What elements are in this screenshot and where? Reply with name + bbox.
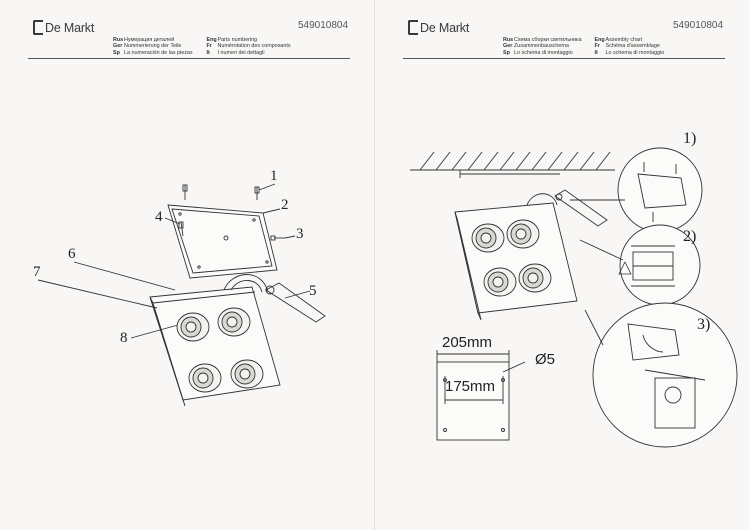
- callout-6: 6: [68, 246, 76, 262]
- language-text: Lo schema di montaggio: [514, 49, 573, 56]
- language-text: Lo schema di montaggio: [605, 49, 665, 56]
- spotlight-head: [230, 359, 264, 389]
- callout-1: 1: [270, 168, 278, 184]
- language-text: Нумерация деталей: [124, 37, 175, 43]
- spotlight-head: [471, 223, 505, 253]
- ceiling-hatch-line: [419, 151, 435, 171]
- ceiling-hatch-line: [547, 151, 563, 171]
- dimension-hole-spacing: 175mm: [445, 378, 496, 395]
- ceiling-hatch-line: [483, 151, 499, 171]
- ceiling-hatch-line: [435, 151, 451, 171]
- logo-bracket-icon: [408, 20, 418, 35]
- language-row: RusНумерация деталей: [113, 37, 205, 43]
- ceiling-hatch-line: [499, 151, 515, 171]
- brand-logo: De Markt: [408, 20, 469, 35]
- language-code: Ger: [503, 43, 513, 50]
- step-3-label: 3): [697, 316, 711, 333]
- callout-3: 3: [296, 226, 304, 242]
- header-divider: [403, 58, 725, 59]
- ceiling-hatch-line: [515, 151, 531, 171]
- product-code: 549010804: [298, 20, 349, 31]
- header-divider: [28, 58, 350, 59]
- language-code: Rus: [503, 37, 514, 43]
- language-row: Sp Lo schema di montaggio: [503, 50, 593, 56]
- assembly-diagram: [410, 147, 738, 448]
- assembly-chart-page: De Markt 549010804 RusСхема сборки свети…: [375, 0, 750, 530]
- language-code: Sp: [113, 49, 120, 56]
- language-row: EngAssembly chart: [595, 37, 665, 43]
- language-code: Rus: [113, 37, 124, 43]
- language-text: Schéma d'assemblage: [605, 43, 660, 50]
- language-row: It I numeri dei dettagli: [207, 50, 291, 56]
- spotlight-head: [176, 312, 210, 342]
- callout-2: 2: [281, 197, 289, 213]
- brand-name: De Markt: [45, 20, 95, 35]
- language-text: Zusammenbauschema: [514, 43, 569, 50]
- spotlight-head: [217, 307, 251, 337]
- language-row: Fr Numérotation des composants: [207, 43, 291, 49]
- language-text: Parts numbering: [217, 37, 258, 43]
- language-row: RusСхема сборки светильника: [503, 37, 593, 43]
- language-row: It Lo schema di montaggio: [595, 50, 665, 56]
- language-text: Nummerierung der Teile: [124, 43, 182, 50]
- dimension-hole-diameter: Ø5: [535, 351, 556, 368]
- ceiling-hatch-line: [563, 151, 579, 171]
- callout-8: 8: [120, 330, 128, 346]
- language-text: Схема сборки светильника: [514, 37, 582, 43]
- language-row: Sp La numeración de las piezas: [113, 50, 205, 56]
- language-code: It: [206, 49, 210, 56]
- language-text: La numeración de las piezas: [124, 49, 193, 56]
- language-text: Numérotation des composants: [217, 43, 291, 50]
- product-code: 549010804: [673, 20, 724, 31]
- brand-name: De Markt: [420, 20, 470, 35]
- spotlight-head: [506, 219, 540, 249]
- language-text: I numeri dei dettagli: [217, 49, 265, 56]
- language-code: Fr: [594, 43, 600, 50]
- ceiling-hatch-line: [467, 151, 483, 171]
- language-code: Ger: [113, 43, 123, 50]
- ceiling-hatch-line: [531, 151, 547, 171]
- step-1-label: 1): [683, 130, 697, 147]
- language-code: It: [594, 49, 598, 56]
- callout-7: 7: [33, 264, 41, 280]
- language-text: Assembly chart: [605, 37, 643, 43]
- parts-diagram: [37, 183, 326, 407]
- language-code: Sp: [503, 49, 510, 56]
- language-code: Fr: [206, 43, 212, 50]
- ceiling-hatch-line: [451, 151, 467, 171]
- spotlight-head: [188, 363, 222, 393]
- ceiling-hatch-line: [579, 151, 595, 171]
- brand-logo: De Markt: [33, 20, 94, 35]
- logo-bracket-icon: [33, 20, 43, 35]
- dimension-width: 205mm: [442, 334, 493, 351]
- language-row: Fr Schéma d'assemblage: [595, 43, 665, 49]
- callout-5: 5: [309, 283, 317, 299]
- language-code: Eng: [206, 37, 217, 43]
- ceiling-hatch-line: [595, 151, 611, 171]
- language-row: EngParts numbering: [207, 37, 291, 43]
- step-2-label: 2): [683, 228, 697, 245]
- spotlight-head: [483, 267, 517, 297]
- callout-4: 4: [155, 209, 163, 225]
- spotlight-head: [518, 263, 552, 293]
- language-code: Eng: [594, 37, 605, 43]
